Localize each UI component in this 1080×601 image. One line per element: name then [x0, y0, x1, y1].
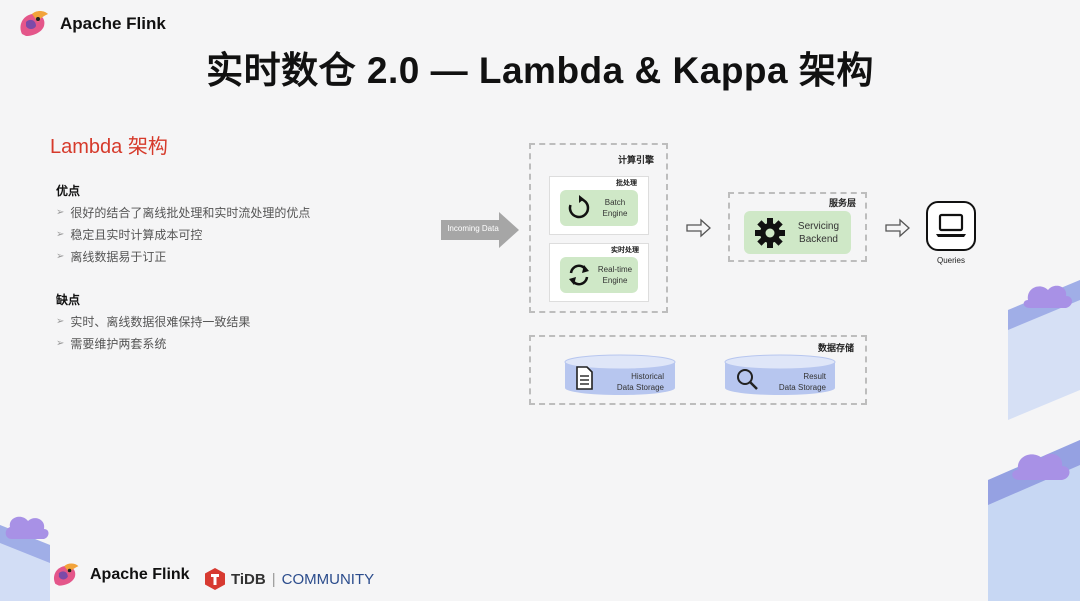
incoming-data-label: Incoming Data	[447, 224, 499, 233]
service-layer-group	[728, 192, 867, 262]
cons-item-text: 实时、离线数据很难保持一致结果	[70, 315, 251, 329]
cons-item: ➢ 实时、离线数据很难保持一致结果	[56, 313, 250, 330]
compute-engine-label: 计算引擎	[618, 155, 655, 165]
pros-item: ➢ 很好的结合了离线批处理和实时流处理的优点	[56, 204, 310, 221]
tidb-text: TiDB	[231, 570, 266, 588]
flink-squirrel-icon	[53, 563, 79, 586]
refresh-icon	[568, 195, 590, 219]
flink-squirrel-icon	[20, 11, 48, 36]
data-storage-group	[529, 335, 867, 405]
brand-header: Apache Flink	[16, 8, 166, 40]
pros-item-text: 稳定且实时计算成本可控	[70, 228, 203, 242]
bullet-arrow-icon: ➢	[56, 316, 65, 327]
result-line1: Result	[803, 372, 826, 381]
section-title: Lambda 架构	[50, 136, 168, 158]
divider: |	[271, 570, 276, 588]
tidb-community-logo: TiDB | COMMUNITY	[205, 568, 374, 590]
bullet-arrow-icon: ➢	[56, 207, 65, 218]
bullet-arrow-icon: ➢	[56, 229, 65, 240]
tidb-logo-icon	[205, 568, 225, 590]
laptop-icon	[936, 213, 966, 237]
brand-name: Apache Flink	[60, 14, 166, 33]
batch-engine-line2: Engine	[602, 209, 628, 218]
decorative-cube-left	[0, 516, 50, 601]
realtime-label: 实时处理	[611, 247, 639, 254]
magnifier-icon	[737, 369, 758, 390]
batch-engine-line1: Batch	[604, 198, 626, 207]
sync-icon	[569, 264, 589, 286]
historical-line1: Historical	[631, 372, 664, 381]
service-layer-label: 服务层	[829, 198, 857, 208]
pros-item-text: 很好的结合了离线批处理和实时流处理的优点	[70, 206, 311, 220]
flow-arrow-icon	[686, 218, 711, 238]
bullet-arrow-icon: ➢	[56, 251, 65, 262]
historical-line2: Data Storage	[616, 383, 664, 392]
servicing-line1: Servicing	[797, 220, 840, 232]
cons-item-text: 需要维护两套系统	[70, 337, 167, 351]
pros-item-text: 离线数据易于订正	[70, 250, 167, 264]
flow-arrow-icon	[885, 218, 910, 238]
pros-item: ➢ 离线数据易于订正	[56, 248, 166, 265]
document-icon	[576, 366, 593, 390]
decorative-cubes-right	[988, 280, 1080, 601]
footer-brand: Apache Flink	[50, 560, 190, 590]
incoming-arrow-shape	[441, 212, 519, 248]
queries-node	[926, 201, 976, 251]
servicing-line2: Backend	[799, 233, 838, 245]
cons-heading: 缺点	[56, 293, 81, 307]
bullet-arrow-icon: ➢	[56, 338, 65, 349]
result-line2: Data Storage	[778, 383, 826, 392]
incoming-data-arrow: Incoming Data	[441, 212, 519, 248]
pros-heading: 优点	[56, 184, 81, 198]
data-storage-label: 数据存储	[818, 343, 855, 353]
batch-label: 批处理	[616, 180, 637, 187]
gear-icon	[755, 217, 785, 248]
queries-label: Queries	[936, 256, 965, 265]
page-title: 实时数仓 2.0 — Lambda & Kappa 架构	[206, 50, 874, 91]
pros-item: ➢ 稳定且实时计算成本可控	[56, 226, 202, 243]
cylinder-shape	[724, 354, 836, 395]
realtime-engine-line1: Real-time	[597, 265, 633, 274]
footer-brand-name: Apache Flink	[90, 566, 190, 583]
compute-engine-group	[529, 143, 668, 313]
cons-item: ➢ 需要维护两套系统	[56, 335, 166, 352]
realtime-engine-line2: Engine	[602, 276, 628, 285]
community-text: COMMUNITY	[281, 570, 375, 588]
